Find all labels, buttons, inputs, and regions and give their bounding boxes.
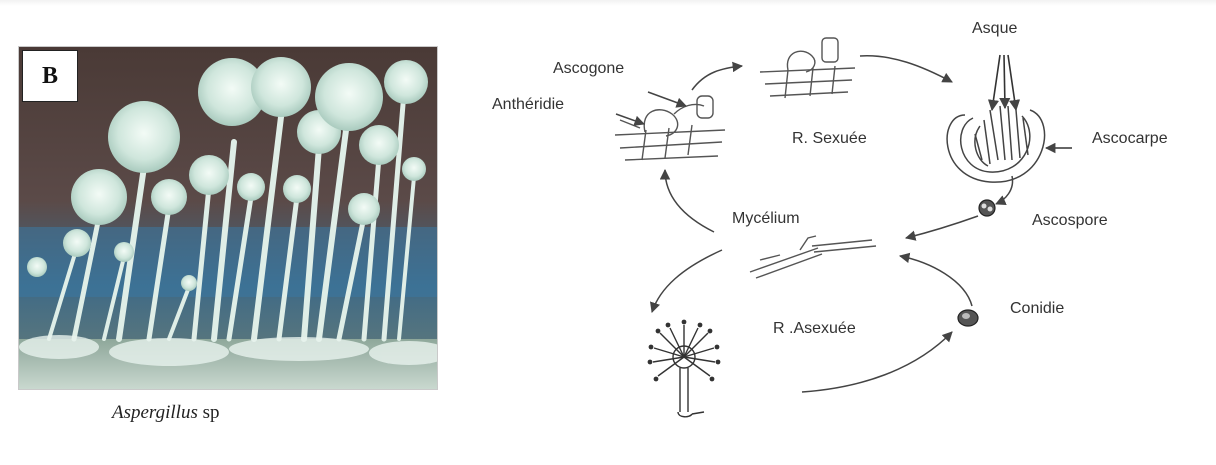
arrow-to-ascocarpe: [860, 56, 952, 82]
label-mycelium: Mycélium: [732, 210, 800, 228]
aspergillus-photo: B: [18, 46, 438, 390]
arrow-to-fertilization: [692, 66, 742, 90]
label-ascogone: Ascogone: [553, 60, 624, 78]
mycelium-drawing: [750, 236, 876, 278]
ascogone-antheridie-drawing: [615, 96, 725, 160]
aspergillus-photo-illustration: [19, 47, 437, 389]
label-asexual-reproduction: R .Asexuée: [773, 320, 856, 338]
arrow-mycelium-to-conidiophore: [652, 250, 722, 312]
label-antheridie: Anthéridie: [492, 96, 564, 114]
arrow-conidiophore-to-conidie: [802, 332, 952, 392]
caption-suffix: sp: [203, 402, 220, 423]
label-conidie: Conidie: [1010, 300, 1064, 318]
label-ascospore: Ascospore: [1032, 212, 1108, 230]
ascogone-pointer: [648, 92, 686, 106]
top-shadow: [0, 0, 1216, 6]
label-sexual-reproduction: R. Sexuée: [792, 130, 867, 148]
panel-badge: B: [22, 50, 78, 102]
label-ascocarpe: Ascocarpe: [1092, 130, 1168, 148]
fertilization-drawing: [760, 38, 855, 98]
photo-caption: Aspergillus sp: [112, 402, 220, 424]
ascocarpe-drawing: [947, 106, 1044, 182]
arrow-ascospore-to-mycelium: [906, 216, 978, 238]
arrow-mycelium-to-ascogone: [665, 170, 714, 232]
conidiophore-drawing: [653, 325, 715, 417]
arrow-conidie-to-mycelium: [900, 256, 972, 306]
asque-pointer-arrows: [992, 55, 1016, 110]
label-asque: Asque: [972, 20, 1017, 38]
caption-genus: Aspergillus: [112, 402, 198, 423]
antheridie-pointer: [616, 114, 644, 124]
ascospore-drawing: [979, 200, 995, 216]
conidie-drawing: [958, 310, 978, 326]
